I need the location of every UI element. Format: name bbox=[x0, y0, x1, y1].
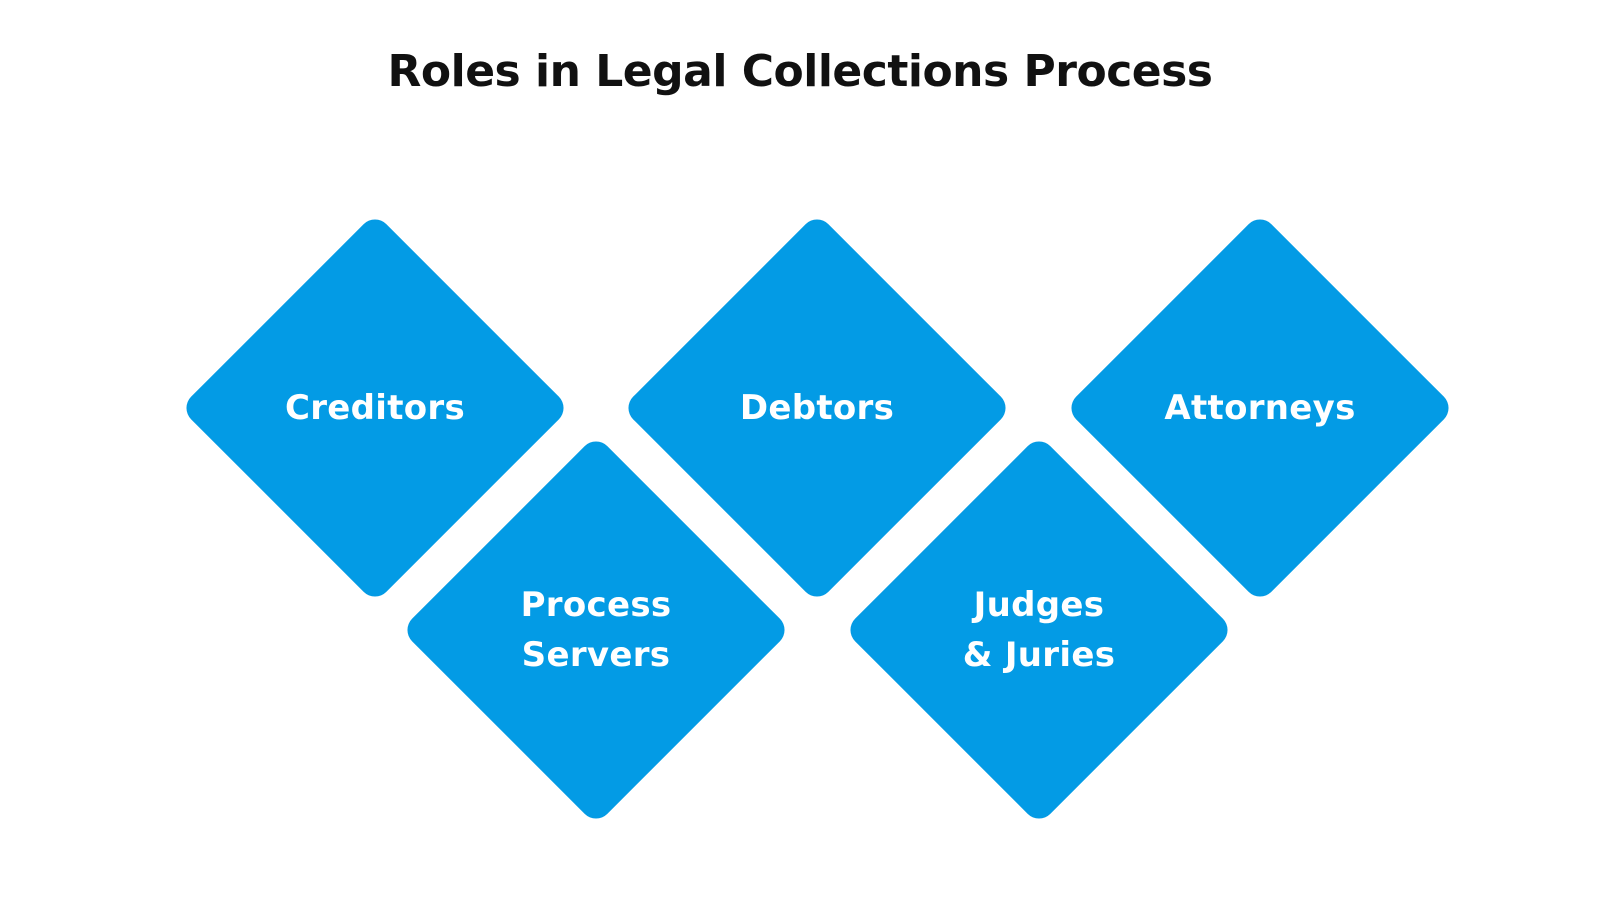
role-diamond-attorneys: Attorneys bbox=[1064, 212, 1456, 604]
role-diamond-judges-juries: Judges & Juries bbox=[843, 434, 1235, 826]
role-label: Creditors bbox=[284, 388, 466, 428]
role-label: Debtors bbox=[739, 388, 895, 428]
role-label: Process Servers bbox=[520, 585, 672, 675]
role-label: Judges & Juries bbox=[962, 585, 1116, 675]
role-diamond-process-servers: Process Servers bbox=[400, 434, 792, 826]
page-title: Roles in Legal Collections Process bbox=[387, 46, 1214, 97]
role-diamond-debtors: Debtors bbox=[621, 212, 1013, 604]
role-diamond-creditors: Creditors bbox=[179, 212, 571, 604]
role-label: Attorneys bbox=[1164, 388, 1356, 428]
